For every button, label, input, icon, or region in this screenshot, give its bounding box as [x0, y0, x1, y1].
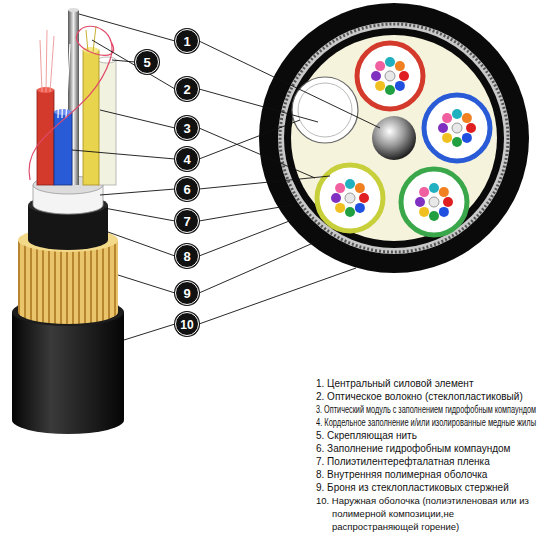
callout-number: 9	[175, 281, 199, 305]
cable-cutaway	[12, 8, 124, 434]
leader-lines	[72, 14, 380, 340]
callout-number: 8	[175, 244, 199, 268]
list-item: 5. Скрепляющая нить	[316, 429, 417, 442]
callout-number: 1	[175, 29, 199, 53]
callout-number: 3	[175, 116, 199, 140]
list-item: 10. Наружная оболочка (полиэтиленовая ил…	[316, 494, 536, 533]
list-item: 6. Заполнение гидрофобным компаундом	[316, 442, 511, 455]
callout-number: 2	[175, 77, 199, 101]
callout-number: 6	[175, 177, 199, 201]
list-item: 1. Центральный силовой элемент	[316, 377, 473, 390]
list-item: 2. Оптическое волокно (стеклопластиковый…	[316, 390, 523, 403]
list-item: 3. Оптический модуль с заполнением гидро…	[316, 403, 536, 416]
callout-number: 5	[135, 50, 159, 74]
list-item: 9. Броня из стеклопластиковых стержней	[316, 481, 509, 494]
cable-cross-section	[259, 3, 529, 273]
callout-number: 4	[175, 147, 199, 171]
callout-number: 7	[175, 209, 199, 233]
list-item: 4. Кордельное заполнение и/или изолирова…	[316, 416, 536, 429]
list-item: 8. Внутренняя полимерная оболочка	[316, 468, 487, 481]
callout-number: 10	[175, 312, 199, 336]
list-item: 7. Полиэтилентерефталатная пленка	[316, 455, 490, 468]
